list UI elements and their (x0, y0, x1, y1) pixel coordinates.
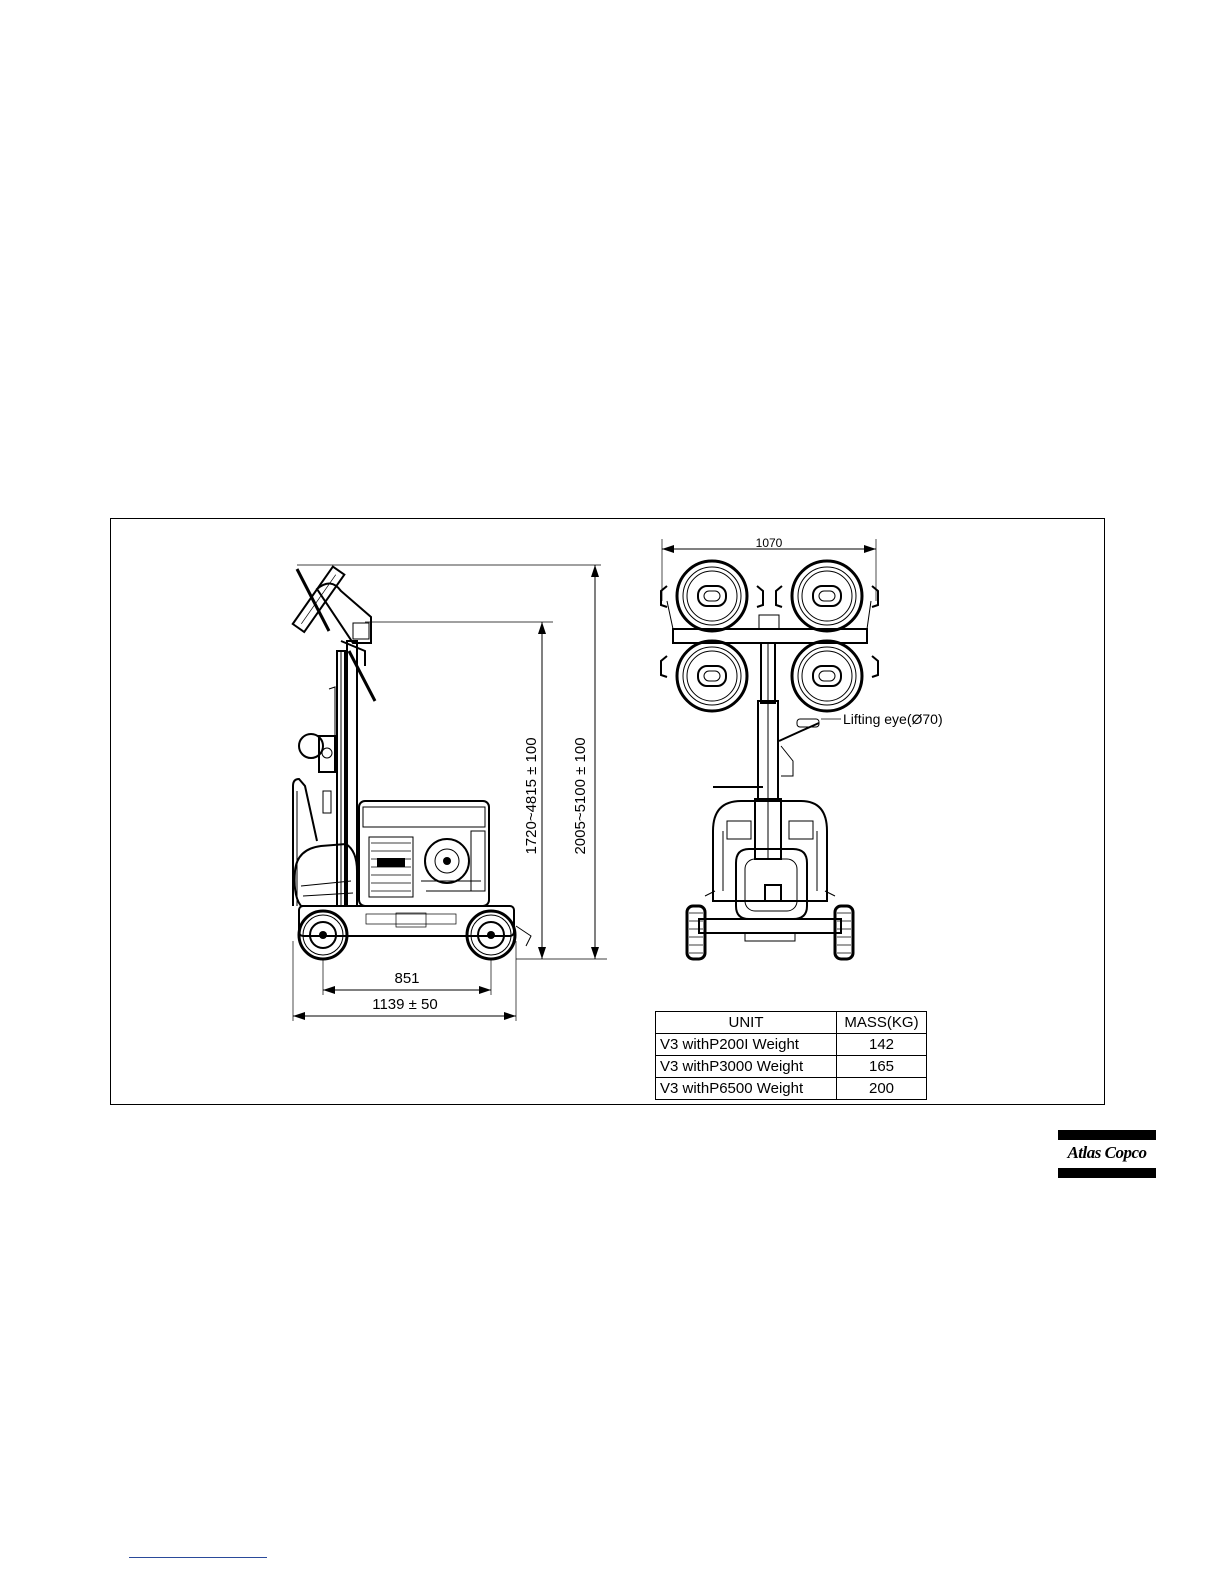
drawing-frame: 851 1139 ± 50 1720~4815 ± 100 2005~5100 … (110, 518, 1105, 1105)
table-row: V3 withP3000 Weight 165 (656, 1056, 927, 1078)
logo-bottom-bar (1058, 1168, 1156, 1178)
lamp-top-right (776, 561, 878, 631)
front-view (661, 539, 878, 959)
unit-cell: V3 withP200I Weight (656, 1034, 837, 1056)
overall-length-dimension: 1139 ± 50 (372, 996, 438, 1013)
unit-column-header: UNIT (656, 1012, 837, 1034)
mass-cell: 165 (837, 1056, 927, 1078)
mass-column-header: MASS(KG) (837, 1012, 927, 1034)
mass-cell: 142 (837, 1034, 927, 1056)
atlas-copco-logo: Atlas Copco (1058, 1130, 1156, 1178)
lifting-eye-callout: Lifting eye(Ø70) (843, 711, 943, 727)
lamp-bottom-left (661, 641, 747, 711)
mass-cell: 200 (837, 1078, 927, 1100)
technical-drawing: 851 1139 ± 50 1720~4815 ± 100 2005~5100 … (111, 519, 1106, 1106)
mass-table: UNIT MASS(KG) V3 withP200I Weight 142 V3… (655, 1011, 927, 1100)
logo-wordmark: Atlas Copco (1058, 1143, 1156, 1163)
footer-rule (129, 1557, 267, 1558)
lamp-top-left (661, 561, 763, 631)
table-row: V3 withP200I Weight 142 (656, 1034, 927, 1056)
unit-cell: V3 withP6500 Weight (656, 1078, 837, 1100)
side-view (293, 565, 607, 1021)
table-row: V3 withP6500 Weight 200 (656, 1078, 927, 1100)
overall-height-dimension: 2005~5100 ± 100 (572, 737, 589, 854)
mast-height-dimension: 1720~4815 ± 100 (523, 737, 540, 854)
logo-top-bar (1058, 1130, 1156, 1140)
mass-table-header: UNIT MASS(KG) (656, 1012, 927, 1034)
lamp-bottom-right (792, 641, 878, 711)
top-width-dimension: 1070 (756, 536, 783, 550)
unit-cell: V3 withP3000 Weight (656, 1056, 837, 1078)
wheelbase-dimension: 851 (394, 970, 419, 987)
